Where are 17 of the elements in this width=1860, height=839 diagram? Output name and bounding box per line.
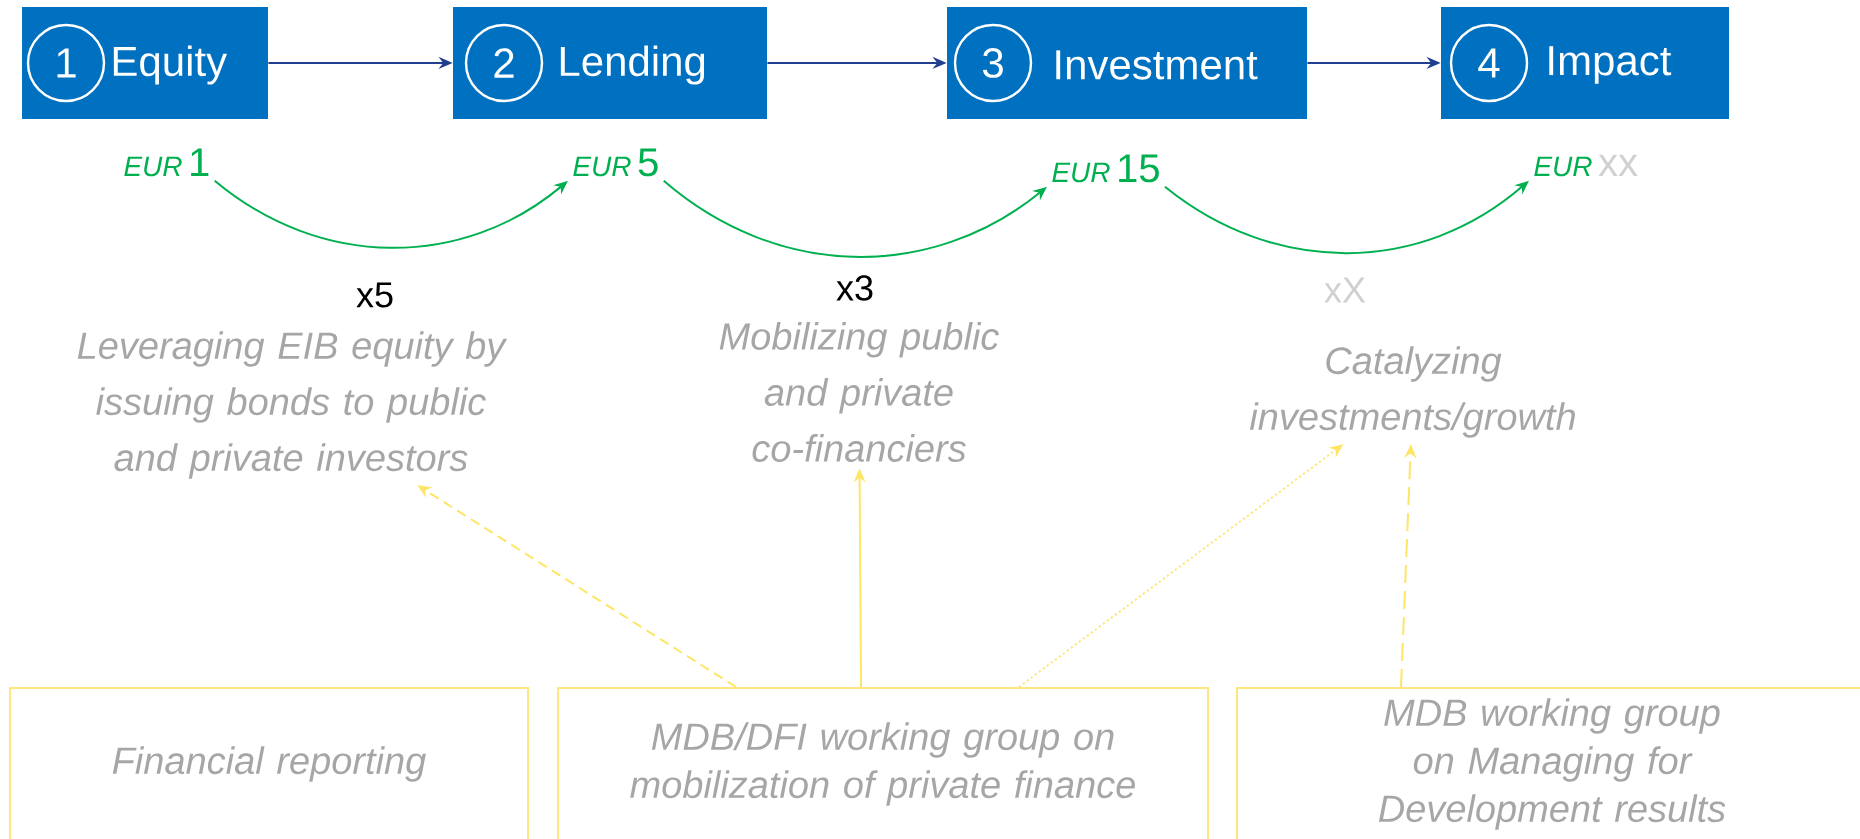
amount-label: EUR 1 bbox=[124, 148, 209, 177]
process-box: 4 Impact bbox=[1441, 7, 1729, 119]
process-box: 2 Lending bbox=[453, 7, 767, 119]
description-text: Mobilizing public and private co-financiers bbox=[719, 322, 999, 462]
process-box: 3 Investment bbox=[947, 7, 1307, 119]
arrow bbox=[662, 179, 1047, 258]
amount-label: EUR 5 bbox=[573, 148, 658, 177]
description-text: Leveraging EIB equity by issuing bonds to public and private investors bbox=[77, 331, 508, 479]
amount-label: EUR 15 bbox=[1052, 154, 1159, 183]
arrow bbox=[213, 179, 568, 249]
process-box: 1 Equity bbox=[22, 7, 268, 119]
edge-label: x5 bbox=[354, 280, 396, 310]
group-box: Financial reporting bbox=[9, 687, 529, 839]
group-box: MDB/DFI working group on mobilization of private finance bbox=[557, 687, 1209, 839]
group-box: MDB working group on Managing for Development results bbox=[1236, 687, 1860, 839]
edge-label: x3 bbox=[834, 273, 876, 303]
description-text: Catalyzing investments/growth bbox=[1249, 346, 1575, 438]
